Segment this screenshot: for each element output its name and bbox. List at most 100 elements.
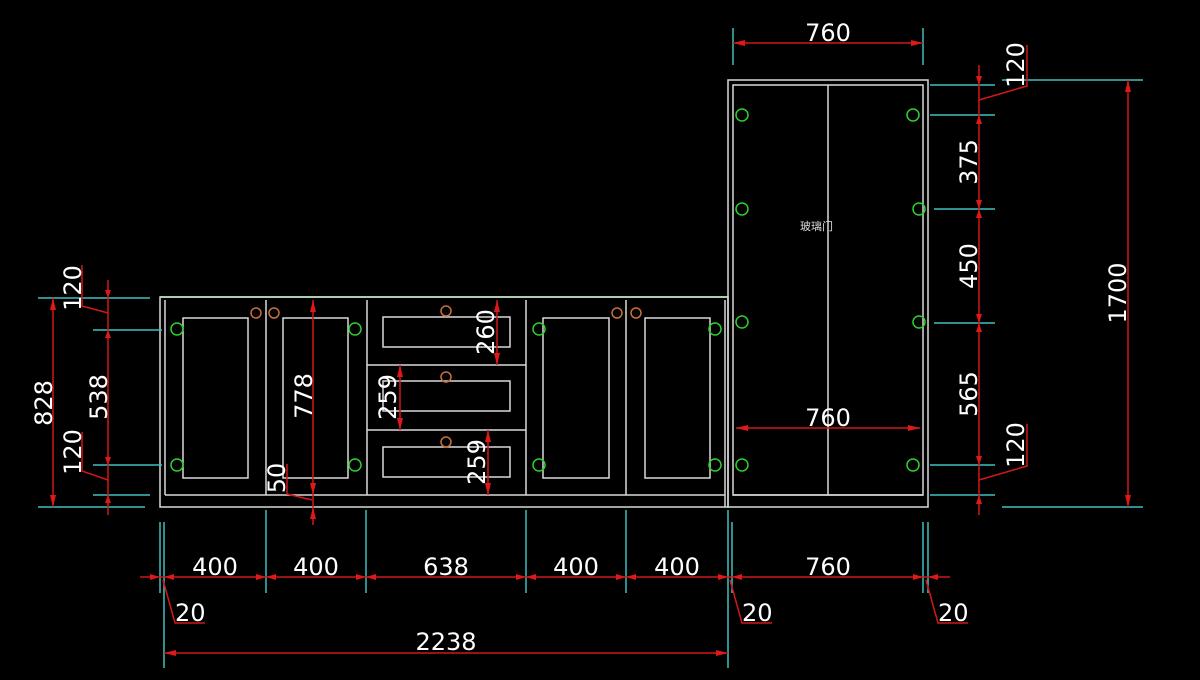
leader-line xyxy=(162,579,205,624)
arrow-icon xyxy=(485,430,491,442)
arrow-icon xyxy=(976,209,982,218)
door-panel-1[interactable] xyxy=(182,317,249,479)
dim-right-1700: 1700 xyxy=(1104,262,1132,323)
arrow-icon xyxy=(976,495,982,504)
dim-left-538: 538 xyxy=(85,374,113,420)
arrow-icon xyxy=(485,483,491,495)
door-panel-2[interactable] xyxy=(282,317,349,479)
left-dimensions: 828 538 120 120 xyxy=(30,265,162,515)
arrow-icon xyxy=(356,574,366,580)
arrow-icon xyxy=(626,574,636,580)
hinge-icon xyxy=(906,108,920,122)
right-dimensions: 120 375 450 565 120 1700 xyxy=(930,42,1143,515)
handle-icon xyxy=(440,371,452,383)
door-panel-4[interactable] xyxy=(542,317,610,479)
hinge-icon xyxy=(532,322,546,336)
dim-bottom-638: 638 xyxy=(423,553,469,581)
arrow-icon xyxy=(976,314,982,323)
drawer-front-middle[interactable] xyxy=(382,380,511,412)
base-cabinet xyxy=(159,296,729,508)
dim-bottom-400-3: 400 xyxy=(553,553,599,581)
arrow-right-icon xyxy=(911,40,923,46)
bottom-dimensions: 400 400 638 400 400 760 20 20 20 2238 xyxy=(140,510,969,668)
arrow-icon xyxy=(976,456,982,465)
dim-drawer-259-b: 259 xyxy=(463,439,491,485)
dim-left-top-120: 120 xyxy=(59,265,87,311)
handle-icon xyxy=(250,307,262,319)
hinge-icon xyxy=(348,458,362,472)
dim-top-760: 760 xyxy=(805,19,851,47)
arrow-icon xyxy=(718,574,728,580)
arrow-right-icon xyxy=(908,425,920,431)
arrow-icon xyxy=(526,574,536,580)
arrow-icon xyxy=(494,353,500,365)
arrow-down-icon xyxy=(50,495,56,507)
door-panel-5[interactable] xyxy=(644,317,711,479)
hinge-icon xyxy=(170,322,184,336)
arrow-icon xyxy=(494,300,500,312)
base-inner-dimensions: 778 50 260 259 259 xyxy=(263,300,500,525)
arrow-icon xyxy=(105,290,111,298)
dim-bottom-400-2: 400 xyxy=(293,553,339,581)
leader-line xyxy=(81,265,109,314)
arrow-icon xyxy=(105,457,111,465)
arrow-icon xyxy=(976,115,982,124)
arrow-icon xyxy=(976,323,982,332)
arrow-icon xyxy=(616,574,626,580)
arrow-icon xyxy=(976,200,982,209)
handle-icon xyxy=(268,307,280,319)
dim-bottom-400-4: 400 xyxy=(654,553,700,581)
arrow-left-icon xyxy=(733,40,745,46)
dim-door-778: 778 xyxy=(290,373,318,419)
glass-door-label: 玻璃门 xyxy=(800,219,833,233)
arrow-icon xyxy=(266,574,276,580)
arrow-down-icon xyxy=(1125,495,1131,507)
drawer-front-top[interactable] xyxy=(382,316,511,348)
arrow-up-icon xyxy=(1125,80,1131,92)
dim-bottom-760: 760 xyxy=(805,553,851,581)
arrow-icon xyxy=(397,418,403,430)
dim-right-top-120: 120 xyxy=(1002,42,1030,88)
leader-line xyxy=(729,579,772,624)
dim-drawer-259-a: 259 xyxy=(374,374,402,420)
dim-bottom-total-2238: 2238 xyxy=(415,628,476,656)
dim-gap-20-left: 20 xyxy=(175,599,206,627)
handle-icon xyxy=(440,305,452,317)
arrow-right-icon xyxy=(716,650,728,656)
arrow-icon xyxy=(397,365,403,377)
leader-line xyxy=(978,45,1028,101)
dim-gap-20-middle: 20 xyxy=(742,599,773,627)
arrow-icon xyxy=(913,574,923,580)
tall-cabinet-outline xyxy=(727,79,929,508)
arrow-icon xyxy=(256,574,266,580)
arrow-icon xyxy=(976,76,982,85)
hinge-icon xyxy=(708,458,722,472)
inner-width-dimension: 760 xyxy=(736,404,920,432)
dim-plinth-50: 50 xyxy=(263,463,291,494)
hinge-icon xyxy=(708,322,722,336)
arrow-up-icon xyxy=(50,298,56,310)
hinge-icon xyxy=(735,202,749,216)
hinge-icon xyxy=(735,315,749,329)
dim-left-828: 828 xyxy=(30,380,58,426)
arrow-up-icon xyxy=(310,300,316,312)
arrow-left-icon xyxy=(736,425,748,431)
arrow-up-icon xyxy=(310,507,316,519)
handle-icon xyxy=(611,307,623,319)
arrow-icon xyxy=(164,574,174,580)
dim-right-450: 450 xyxy=(955,243,983,289)
hinge-icon xyxy=(906,458,920,472)
arrow-left-icon xyxy=(164,650,176,656)
hinge-icon xyxy=(532,458,546,472)
dim-bottom-400-1: 400 xyxy=(192,553,238,581)
dim-drawer-260: 260 xyxy=(472,309,500,355)
tall-cabinet: 玻璃门 xyxy=(727,79,929,508)
dim-inner-760: 760 xyxy=(805,404,851,432)
arrow-down-icon xyxy=(310,483,316,495)
leader-line xyxy=(81,432,109,481)
dim-right-565: 565 xyxy=(955,371,983,417)
arrow-icon xyxy=(928,574,938,580)
hinge-icon xyxy=(912,315,926,329)
hinge-icon xyxy=(735,108,749,122)
arrow-icon xyxy=(732,574,742,580)
